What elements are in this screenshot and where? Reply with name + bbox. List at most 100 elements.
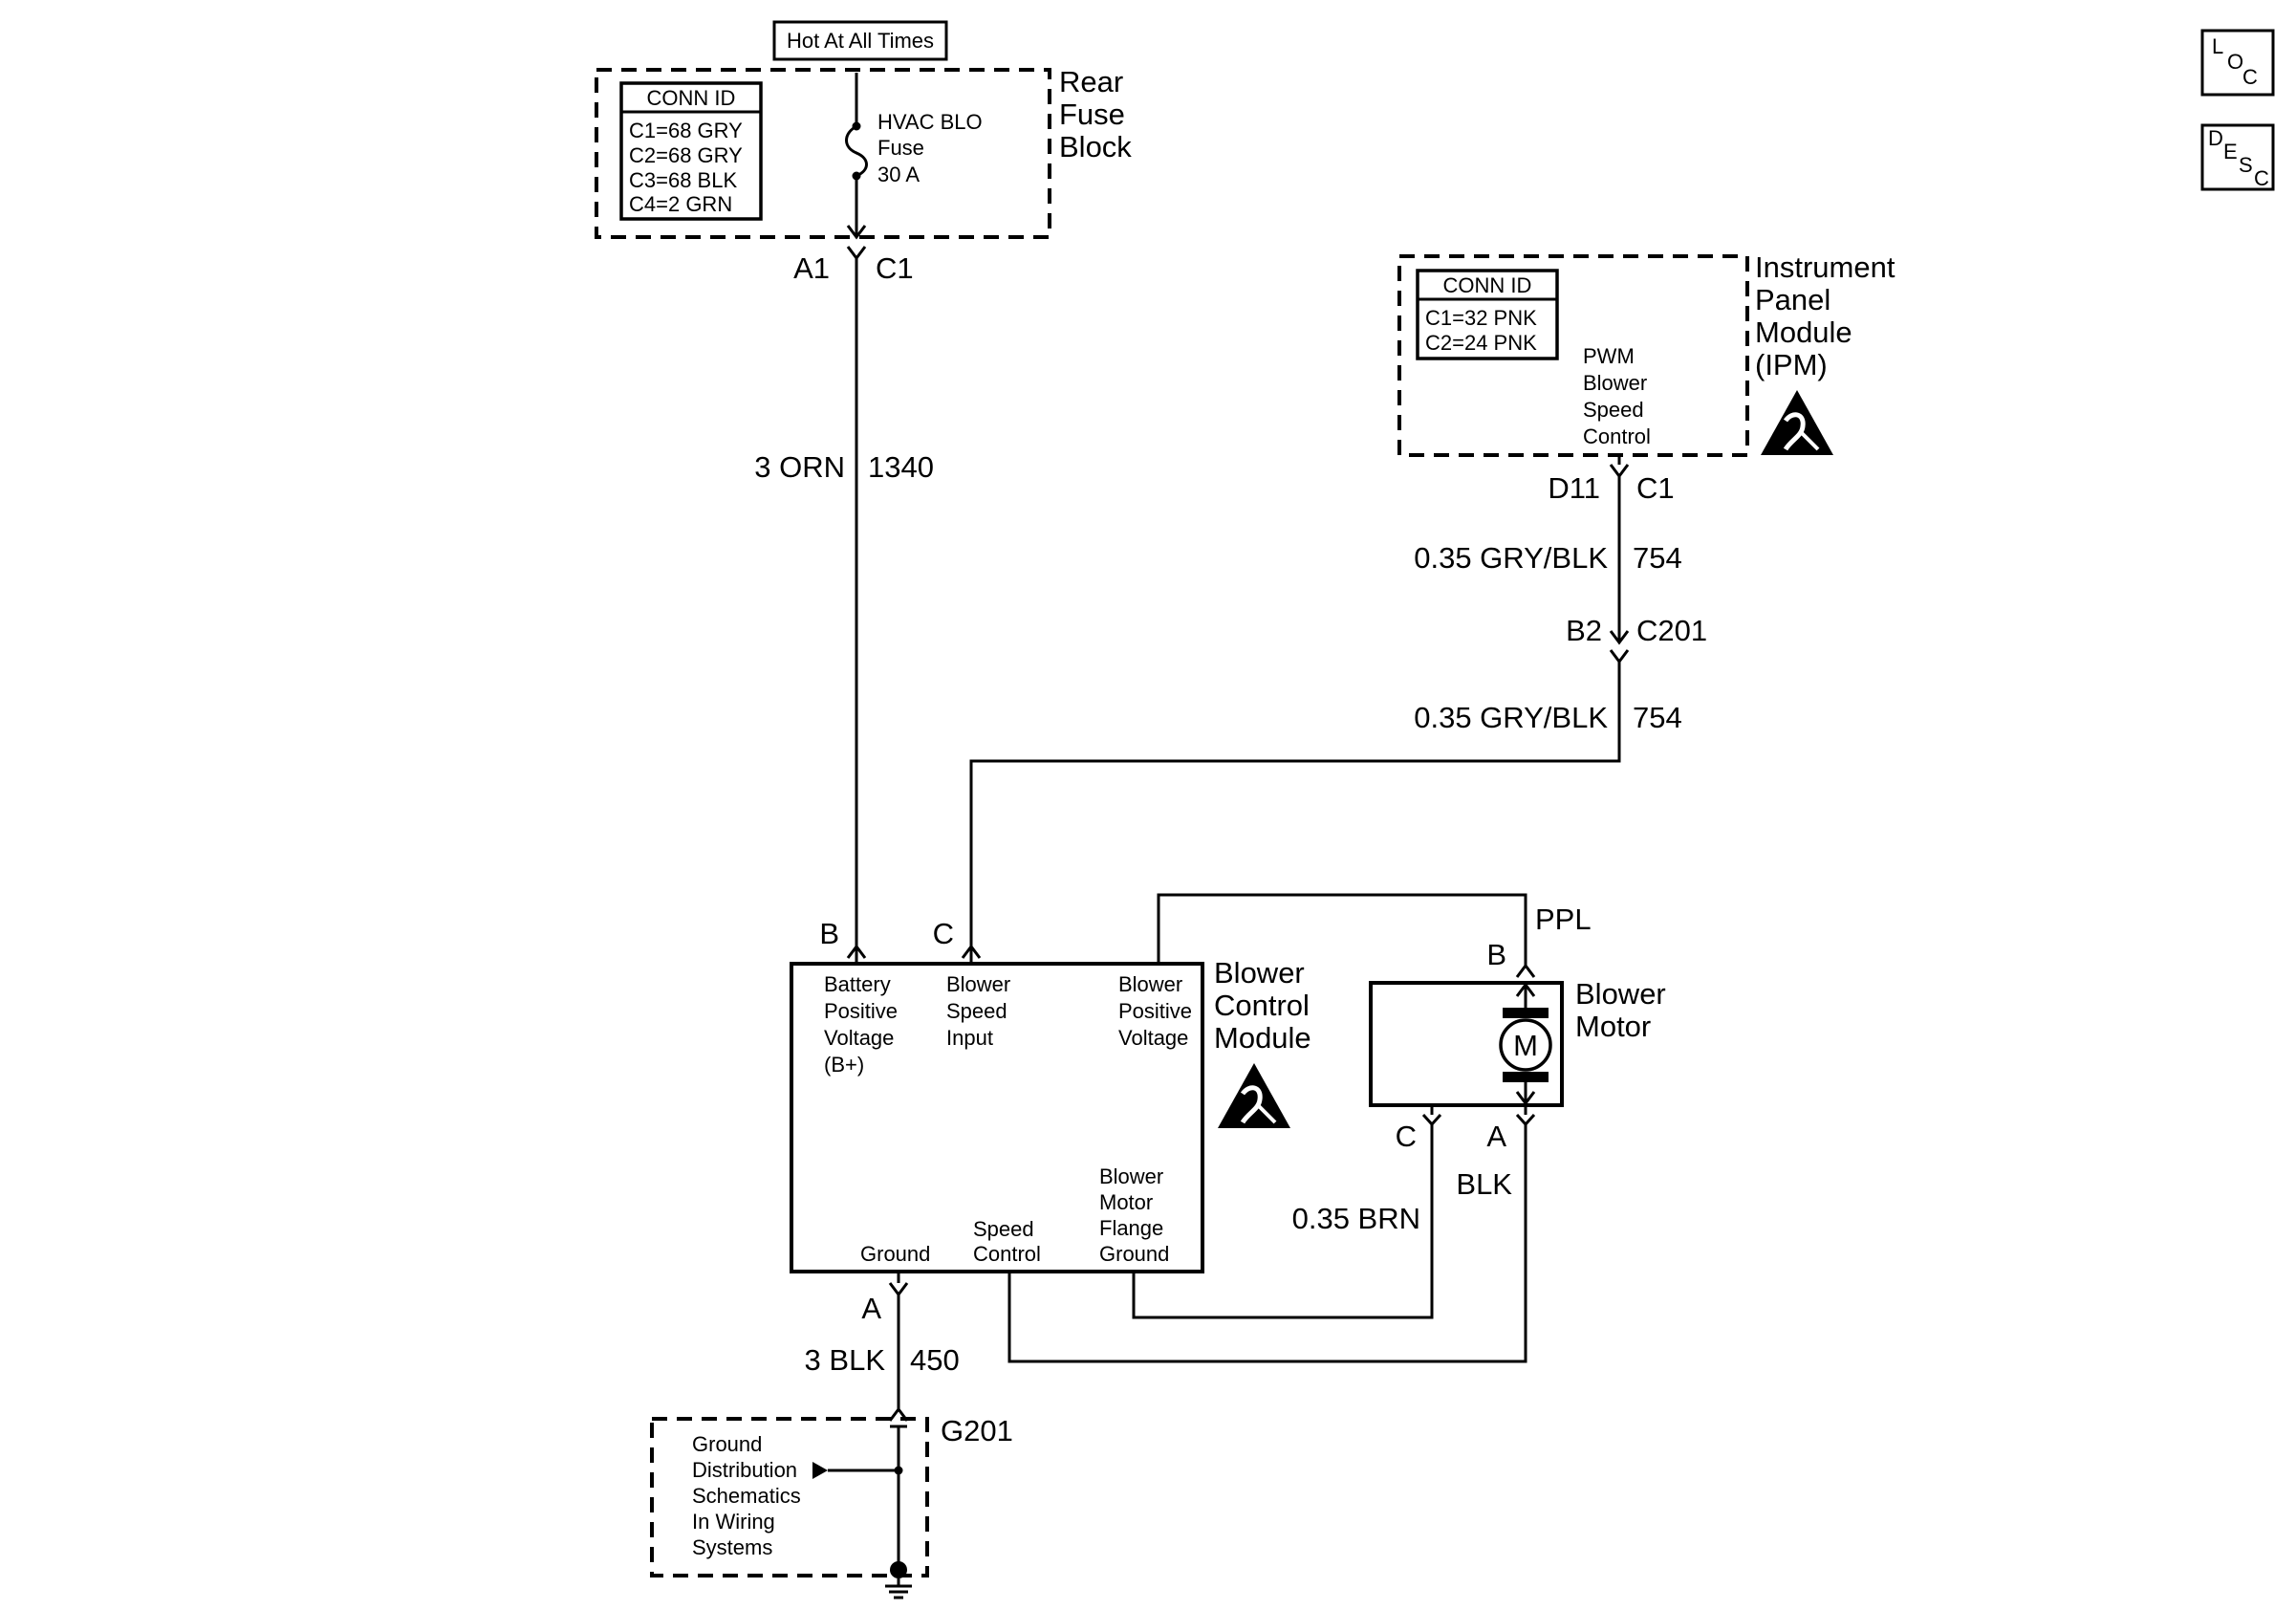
svg-text:A: A — [1486, 1120, 1506, 1153]
svg-text:Motor: Motor — [1575, 1010, 1651, 1043]
svg-text:3 ORN: 3 ORN — [754, 450, 845, 484]
instrument-panel-module: Instrument Panel Module (IPM) CONN ID C1… — [1397, 250, 1895, 457]
svg-text:(B+): (B+) — [824, 1053, 864, 1077]
svg-text:C2=68 GRY: C2=68 GRY — [629, 143, 743, 167]
blower-motor: Blower Motor B M C A — [1369, 938, 1666, 1153]
svg-text:O: O — [2227, 50, 2243, 74]
svg-text:Control: Control — [973, 1242, 1041, 1266]
svg-text:C2=24 PNK: C2=24 PNK — [1425, 331, 1537, 355]
wire-blk: BLK — [1007, 1124, 1527, 1363]
svg-text:Panel: Panel — [1755, 283, 1830, 316]
blower-control-module: Blower Control Module B C Battery Positi… — [790, 917, 1311, 1325]
svg-text:Positive: Positive — [1118, 999, 1192, 1023]
svg-text:Flange: Flange — [1099, 1216, 1163, 1240]
svg-text:CONN ID: CONN ID — [647, 86, 736, 110]
svg-text:Fuse: Fuse — [1059, 98, 1125, 131]
fuse-block-conn-id-table: CONN ID C1=68 GRY C2=68 GRY C3=68 BLK C4… — [619, 81, 763, 221]
svg-text:CONN ID: CONN ID — [1443, 273, 1532, 297]
svg-text:C1=32 PNK: C1=32 PNK — [1425, 306, 1537, 330]
svg-text:Blower: Blower — [1099, 1164, 1163, 1188]
svg-text:B: B — [819, 917, 839, 950]
svg-text:Speed: Speed — [1583, 398, 1644, 422]
svg-text:D: D — [2208, 126, 2223, 150]
svg-text:C201: C201 — [1636, 614, 1707, 647]
svg-text:BLK: BLK — [1456, 1167, 1512, 1201]
svg-text:C: C — [933, 917, 954, 950]
wire-754-lower: 0.35 GRY/BLK 754 — [969, 662, 1682, 946]
svg-text:754: 754 — [1633, 701, 1682, 734]
loc-button[interactable]: L O C — [2200, 29, 2275, 97]
svg-text:A: A — [861, 1292, 881, 1325]
esd-warning-icon — [1761, 390, 1833, 455]
hvac-blo-fuse: HVAC BLO Fuse 30 A — [845, 73, 983, 237]
svg-text:0.35 BRN: 0.35 BRN — [1292, 1202, 1420, 1235]
svg-text:A1: A1 — [793, 251, 830, 285]
svg-text:3 BLK: 3 BLK — [805, 1343, 886, 1377]
wire-brn: 0.35 BRN — [1132, 1124, 1434, 1319]
svg-text:C1=68 GRY: C1=68 GRY — [629, 119, 743, 142]
svg-text:Positive: Positive — [824, 999, 898, 1023]
ipm-conn-id-table: CONN ID C1=32 PNK C2=24 PNK — [1416, 269, 1559, 360]
svg-text:Fuse: Fuse — [877, 136, 924, 160]
desc-button[interactable]: D E S C — [2200, 123, 2275, 191]
ipm-connector-c1: D11 C1 — [1548, 455, 1675, 505]
svg-text:Block: Block — [1059, 130, 1132, 163]
svg-text:0.35 GRY/BLK: 0.35 GRY/BLK — [1414, 541, 1608, 575]
svg-text:C: C — [1396, 1120, 1417, 1153]
svg-text:Blower: Blower — [1575, 977, 1666, 1011]
wire-1340: 3 ORN 1340 — [754, 258, 934, 946]
svg-text:Battery: Battery — [824, 972, 891, 996]
svg-text:Speed: Speed — [946, 999, 1007, 1023]
svg-text:HVAC BLO: HVAC BLO — [877, 110, 983, 134]
svg-text:B: B — [1486, 938, 1506, 971]
svg-text:C: C — [2254, 166, 2269, 190]
svg-text:C4=2 GRN: C4=2 GRN — [629, 192, 732, 216]
svg-text:Module: Module — [1755, 315, 1852, 349]
svg-text:B2: B2 — [1566, 614, 1602, 647]
svg-text:Module: Module — [1214, 1021, 1311, 1055]
svg-text:E: E — [2223, 140, 2238, 163]
svg-text:C3=68 BLK: C3=68 BLK — [629, 168, 737, 192]
inline-connector-c201: B2 C201 — [1566, 614, 1707, 664]
svg-text:Blower: Blower — [1118, 972, 1182, 996]
svg-text:C: C — [2242, 65, 2258, 89]
svg-text:M: M — [1513, 1029, 1538, 1062]
svg-text:754: 754 — [1633, 541, 1682, 575]
svg-text:Input: Input — [946, 1026, 993, 1050]
esd-warning-icon — [1218, 1063, 1290, 1128]
rear-fuse-block: Rear Fuse Block CONN ID C1=68 GRY C2=68 … — [595, 65, 1132, 239]
wire-ppl: PPL — [1157, 893, 1592, 966]
svg-text:Voltage: Voltage — [1118, 1026, 1188, 1050]
svg-text:(IPM): (IPM) — [1755, 348, 1828, 381]
svg-text:S: S — [2239, 153, 2253, 177]
svg-text:Blower: Blower — [1583, 371, 1647, 395]
chassis-ground-icon — [885, 1561, 912, 1599]
svg-text:450: 450 — [910, 1343, 960, 1377]
svg-text:Schematics: Schematics — [692, 1484, 801, 1508]
svg-text:0.35 GRY/BLK: 0.35 GRY/BLK — [1414, 701, 1608, 734]
wire-754-upper: 0.35 GRY/BLK 754 — [1414, 476, 1682, 642]
svg-text:Ground: Ground — [860, 1242, 930, 1266]
svg-text:G201: G201 — [941, 1414, 1013, 1447]
svg-text:Voltage: Voltage — [824, 1026, 894, 1050]
svg-text:Speed: Speed — [973, 1217, 1034, 1241]
svg-text:Control: Control — [1214, 989, 1310, 1022]
svg-text:Control: Control — [1583, 424, 1651, 448]
svg-text:30 A: 30 A — [877, 163, 920, 186]
svg-text:Ground: Ground — [1099, 1242, 1169, 1266]
power-source-label: Hot At All Times — [772, 20, 948, 61]
svg-text:Systems: Systems — [692, 1535, 772, 1559]
svg-text:C1: C1 — [876, 251, 914, 285]
ground-g201: G201 Ground Distribution Schematics In W… — [650, 1406, 1013, 1599]
svg-text:Distribution: Distribution — [692, 1458, 797, 1482]
svg-text:D11: D11 — [1548, 471, 1600, 505]
svg-text:Blower: Blower — [946, 972, 1010, 996]
svg-text:Blower: Blower — [1214, 956, 1305, 990]
svg-text:Ground: Ground — [692, 1432, 762, 1456]
wire-450: 3 BLK 450 — [805, 1295, 960, 1409]
svg-text:C1: C1 — [1636, 471, 1675, 505]
motor-symbol-icon: M — [1499, 982, 1552, 1106]
svg-text:Motor: Motor — [1099, 1190, 1153, 1214]
fuse-block-connector-c1: A1 C1 — [793, 225, 914, 285]
